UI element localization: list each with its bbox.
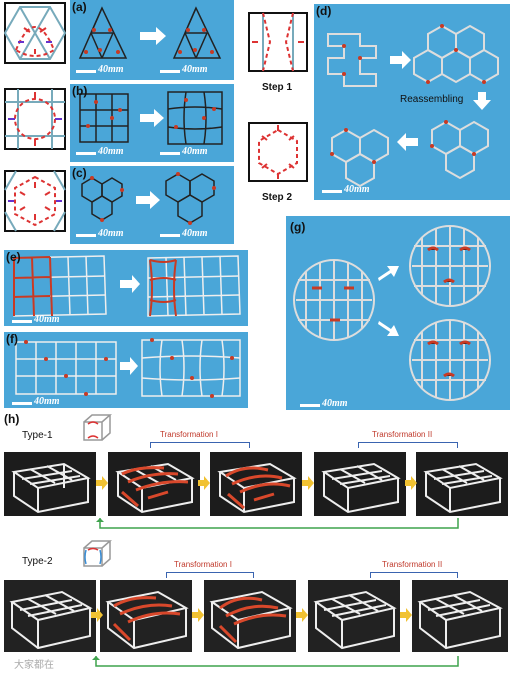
- panel-label-d: (d): [316, 4, 332, 18]
- scale-label: 40mm: [322, 398, 348, 409]
- cube-type1-icon: [80, 412, 114, 446]
- panel-label-h: (h): [4, 412, 20, 426]
- bracket: [370, 572, 458, 578]
- type1-photo-2: [108, 452, 200, 516]
- scale-label: 40mm: [344, 184, 370, 195]
- arrow-right-icon: [96, 476, 108, 490]
- schematic-c: [4, 170, 66, 232]
- panel-label-c: (c): [72, 166, 87, 180]
- scale-bar: [160, 234, 180, 237]
- reassembling-label: Reassembling: [400, 94, 464, 105]
- arrow-right-icon: [198, 476, 210, 490]
- type1-photo-5: [416, 452, 508, 516]
- arrow-right-icon: [192, 608, 204, 622]
- type2-photo-1: [4, 580, 96, 652]
- scale-label: 40mm: [34, 314, 60, 325]
- panel-label-g: (g): [290, 220, 306, 234]
- type1-label: Type-1: [22, 430, 53, 441]
- panel-f: (f) 40mm: [4, 332, 248, 408]
- schematic-a: [4, 2, 66, 64]
- scale-bar: [76, 152, 96, 155]
- type2-photo-2: [100, 580, 192, 652]
- cube-type2-icon: [80, 538, 114, 572]
- type2-label: Type-2: [22, 556, 53, 567]
- arrow-right-icon: [296, 608, 308, 622]
- cycle-bracket: [92, 656, 459, 667]
- panel-e: (e) 40mm: [4, 250, 248, 326]
- step2-label: Step 2: [262, 192, 293, 203]
- panel-label-b: (b): [72, 84, 88, 98]
- type1-photo-4: [314, 452, 406, 516]
- scale-label: 40mm: [98, 146, 124, 157]
- arrow-right-icon: [405, 476, 417, 490]
- type1-photo-3: [210, 452, 302, 516]
- panel-label-f: (f): [6, 332, 18, 346]
- schematic-step1: [248, 12, 308, 72]
- type2-photo-3: [204, 580, 296, 652]
- type2-transformation-2: Transformation II: [382, 560, 443, 569]
- cycle-bracket: [96, 518, 459, 529]
- scale-label: 40mm: [182, 228, 208, 239]
- step1-label: Step 1: [262, 82, 293, 93]
- schematic-b: [4, 88, 66, 150]
- watermark: 大家都在: [14, 660, 54, 671]
- arrow-right-icon: [400, 608, 412, 622]
- type1-transformation-2: Transformation II: [372, 430, 433, 439]
- scale-label: 40mm: [34, 396, 60, 407]
- scale-label: 40mm: [182, 64, 208, 75]
- panel-g: (g) 40mm: [286, 216, 510, 410]
- panel-label-a: (a): [72, 0, 87, 14]
- scale-bar: [12, 320, 32, 323]
- panel-a: (a) 40mm 40mm: [70, 0, 234, 80]
- type2-photo-5: [412, 580, 508, 652]
- arrow-right-icon: [302, 476, 314, 490]
- bracket: [150, 442, 250, 448]
- scale-label: 40mm: [98, 64, 124, 75]
- scale-bar: [160, 152, 180, 155]
- type1-photo-1: [4, 452, 96, 516]
- panel-c: (c) 40mm 40mm: [70, 166, 234, 244]
- bracket: [166, 572, 254, 578]
- bracket: [358, 442, 458, 448]
- type2-transformation-1: Transformation I: [174, 560, 232, 569]
- scale-bar: [300, 404, 320, 407]
- scale-label: 40mm: [98, 228, 124, 239]
- type1-transformation-1: Transformation I: [160, 430, 218, 439]
- panel-label-e: (e): [6, 250, 21, 264]
- scale-bar: [76, 70, 96, 73]
- scale-bar: [76, 234, 96, 237]
- scale-label: 40mm: [182, 146, 208, 157]
- panel-d: (d) Reassembling 40mm: [314, 4, 510, 200]
- scale-bar: [322, 190, 342, 193]
- arrow-right-icon: [91, 608, 103, 622]
- scale-bar: [160, 70, 180, 73]
- schematic-step2: [248, 122, 308, 182]
- type2-photo-4: [308, 580, 400, 652]
- scale-bar: [12, 402, 32, 405]
- panel-b: (b) 40mm 40mm: [70, 84, 234, 162]
